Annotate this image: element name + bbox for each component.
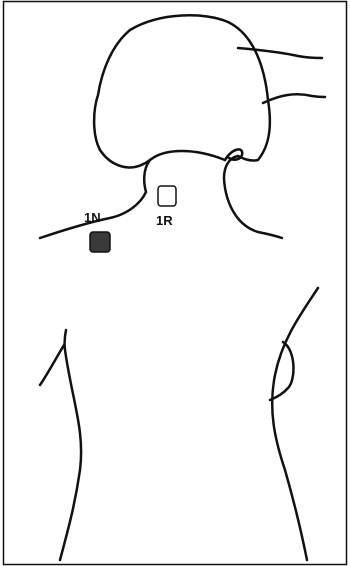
arm-lower-outline [263, 94, 325, 103]
marker-1n-filled [90, 232, 110, 252]
neck-right-outline [224, 156, 282, 238]
marker-1r-outline [158, 186, 176, 206]
torso-right-outline [272, 288, 318, 560]
torso-left-inner [40, 345, 64, 385]
neck-top-outline [150, 151, 225, 160]
head-outline [94, 15, 270, 167]
arm-upper-outline [238, 48, 322, 58]
torso-left-outline [60, 330, 81, 560]
label-1n: 1N [84, 210, 101, 225]
figure-border [4, 2, 347, 565]
label-1r: 1R [156, 213, 173, 228]
neck-left-outline [40, 160, 150, 238]
